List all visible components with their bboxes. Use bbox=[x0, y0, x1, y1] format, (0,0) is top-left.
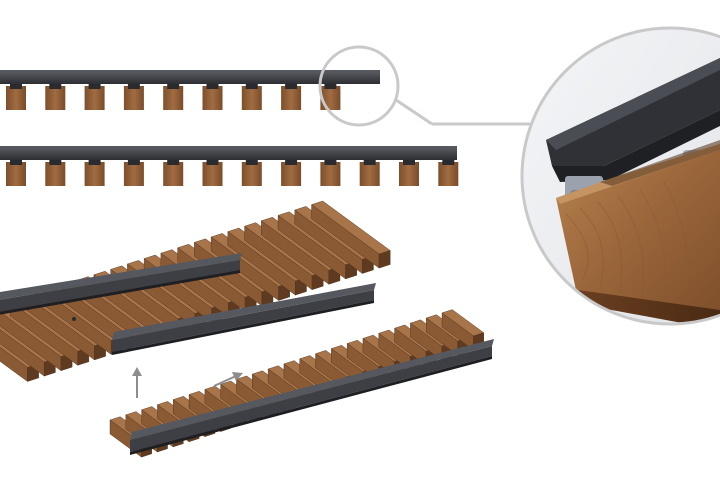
mounting-clip-icon bbox=[285, 160, 298, 165]
slat-body bbox=[163, 86, 184, 110]
mounting-clip-icon bbox=[10, 160, 22, 165]
rail-body bbox=[0, 260, 240, 312]
slat-body bbox=[241, 162, 262, 186]
wood-slat-icon bbox=[6, 84, 26, 110]
callout-small-ring bbox=[318, 45, 400, 127]
slat-end bbox=[378, 250, 391, 269]
direction-arrows bbox=[132, 367, 243, 398]
wood-slat-icon bbox=[399, 160, 419, 186]
rail-shadow bbox=[112, 300, 374, 355]
isometric-assembly bbox=[0, 200, 494, 458]
wood-slat-icon bbox=[320, 160, 341, 186]
wood-slat-icon bbox=[241, 160, 262, 186]
slat-body bbox=[84, 162, 105, 186]
wood-slat-icon bbox=[163, 84, 184, 110]
rail-flange bbox=[130, 339, 494, 440]
mounting-clip-icon bbox=[285, 84, 298, 89]
top-elevation-strip bbox=[0, 70, 380, 110]
wood-slat-icon bbox=[438, 160, 459, 186]
rail-body bbox=[112, 290, 374, 352]
rail-shadow bbox=[0, 270, 240, 315]
mounting-clip-icon bbox=[206, 84, 219, 89]
wood-slat-icon bbox=[202, 160, 223, 186]
slat-body bbox=[399, 162, 419, 186]
wood-slat-icon bbox=[45, 84, 66, 110]
rail-body bbox=[130, 346, 492, 452]
screw-icon bbox=[72, 317, 76, 321]
arrow-up-icon bbox=[132, 367, 142, 398]
callout-line-diagonal bbox=[395, 98, 433, 126]
wood-slat-icon bbox=[84, 160, 105, 186]
slat-body bbox=[163, 162, 184, 186]
bottom-elevation-strip bbox=[0, 146, 459, 186]
wood-slat-icon bbox=[163, 160, 184, 186]
rail-top-edge bbox=[0, 70, 380, 73]
mounting-clip-icon bbox=[167, 84, 180, 89]
wood-slat-icon bbox=[123, 84, 144, 110]
rail-icon bbox=[112, 283, 376, 355]
mounting-clip-icon bbox=[127, 160, 140, 165]
slat-body bbox=[6, 86, 26, 110]
mounting-clip-icon bbox=[403, 160, 415, 165]
mounting-clip-icon bbox=[167, 160, 180, 165]
mounting-clip-icon bbox=[324, 84, 337, 89]
wood-slat-icon bbox=[320, 84, 341, 110]
slat-body bbox=[202, 86, 223, 110]
rail-flange bbox=[0, 253, 242, 300]
slat-body bbox=[359, 162, 380, 186]
slat-body bbox=[84, 86, 105, 110]
mounting-clip-icon bbox=[88, 84, 101, 89]
arrow-right-icon bbox=[213, 372, 243, 387]
slat-body bbox=[123, 162, 144, 186]
mounting-clip-icon bbox=[324, 160, 337, 165]
rail-top-edge bbox=[0, 146, 457, 149]
mounting-clip-icon bbox=[442, 160, 455, 165]
rail-flange bbox=[112, 283, 376, 340]
wood-slat-icon bbox=[311, 200, 391, 269]
slat-body bbox=[438, 162, 459, 186]
mounting-clip-icon bbox=[10, 84, 22, 89]
slat-body bbox=[281, 162, 302, 186]
wood-slat-icon bbox=[84, 84, 105, 110]
zoom-ring bbox=[520, 26, 720, 326]
mounting-clip-icon bbox=[49, 160, 62, 165]
wood-slat-icon bbox=[6, 160, 26, 186]
mounting-clip-icon bbox=[206, 160, 219, 165]
callout-connector bbox=[318, 45, 530, 127]
wood-slat-icon bbox=[202, 84, 223, 110]
mounting-clip-icon bbox=[363, 160, 376, 165]
rail-icon bbox=[0, 146, 457, 160]
wood-slat-icon bbox=[359, 160, 380, 186]
slat-body bbox=[45, 86, 66, 110]
wood-slat-icon bbox=[45, 160, 66, 186]
slat-body bbox=[123, 86, 144, 110]
wood-slat-icon bbox=[281, 160, 302, 186]
mounting-clip-icon bbox=[88, 160, 101, 165]
wood-slat-icon bbox=[281, 84, 302, 110]
mounting-clip-icon bbox=[127, 84, 140, 89]
mounting-clip-icon bbox=[245, 160, 258, 165]
rail-icon bbox=[0, 253, 242, 315]
slat-body bbox=[45, 162, 66, 186]
slat-body bbox=[202, 162, 223, 186]
slat-body bbox=[241, 86, 262, 110]
slat-body bbox=[320, 162, 341, 186]
slat-body bbox=[281, 86, 302, 110]
slat-body bbox=[6, 162, 26, 186]
rail-icon bbox=[0, 70, 380, 84]
zoom-detail-magnifier-icon bbox=[520, 26, 720, 326]
rail-icon bbox=[130, 339, 494, 455]
mounting-clip-icon bbox=[245, 84, 258, 89]
mounting-clip-icon bbox=[49, 84, 62, 89]
wood-slat-icon bbox=[241, 84, 262, 110]
wood-slat-icon bbox=[123, 160, 144, 186]
rail-shadow bbox=[130, 356, 492, 455]
